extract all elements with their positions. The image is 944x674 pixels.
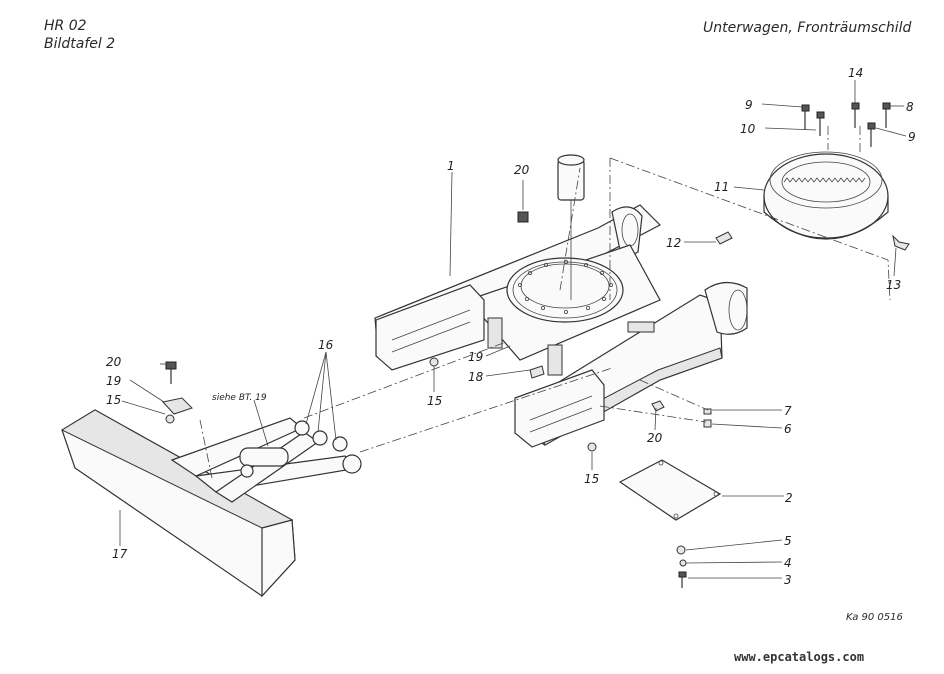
callout-15-bottom: 15 [584,472,599,486]
callout-13: 13 [886,278,901,292]
callout-17: 17 [112,547,128,561]
cover-plate [618,459,722,588]
callout-16: 16 [318,338,334,352]
undercarriage-frame [374,154,748,448]
watermark-text: www.epcatalogs.com [734,650,865,664]
callout-18: 18 [468,370,484,384]
callout-11: 11 [714,180,729,194]
callout-9-right: 9 [908,130,916,144]
callout-14: 14 [848,66,863,80]
callout-20-top: 20 [514,163,530,177]
blade-arms [170,417,362,503]
page-title: Unterwagen, Fronträumschild [703,20,912,36]
callout-4: 4 [784,556,792,570]
callout-19-center: 19 [468,350,483,364]
callout-9-left: 9 [745,98,753,112]
callout-2: 2 [785,491,793,505]
callout-15-left: 15 [106,393,121,407]
callout-12: 12 [666,236,681,250]
callout-10: 10 [740,122,756,136]
callout-8: 8 [906,100,914,114]
frame-small-parts [429,211,712,452]
leader-lines [119,80,907,579]
callout-3: 3 [784,573,792,587]
ring-bolts [801,102,891,147]
blade-small-parts [162,361,193,424]
grease-nipples [715,231,910,251]
callout-15-center: 15 [427,394,442,408]
callout-5: 5 [784,534,792,548]
callout-20-bottom: 20 [647,431,663,445]
callout-7: 7 [784,404,792,418]
callout-19-left: 19 [106,374,121,388]
model-label: HR 02 [44,18,87,34]
assembly-lines [199,126,891,479]
drawing-reference: Ka 90 0516 [846,612,903,623]
callout-6: 6 [784,422,792,436]
plate-label: Bildtafel 2 [44,36,116,52]
slewing-ring [763,151,889,240]
see-plate-note: siehe BT. 19 [212,393,267,403]
callout-1: 1 [447,159,455,173]
callout-20-left: 20 [106,355,122,369]
callout-labels: 1 2 3 4 5 6 7 8 9 9 10 11 12 13 14 15 15… [106,66,916,587]
